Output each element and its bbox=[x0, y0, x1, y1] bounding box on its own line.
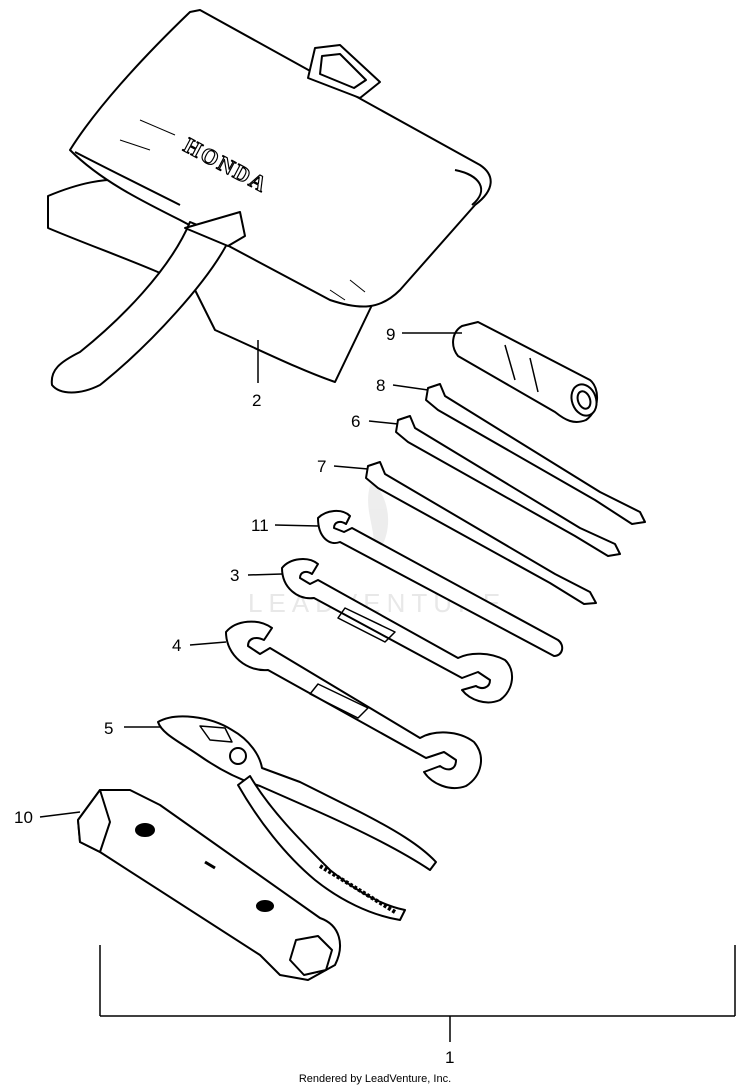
callout-2: 2 bbox=[252, 391, 261, 410]
callout-6: 6 bbox=[351, 412, 360, 431]
callout-11: 11 bbox=[251, 516, 269, 535]
socket-handle[interactable] bbox=[452, 321, 601, 423]
callouts: 2 9 8 6 7 11 3 4 5 10 1 bbox=[14, 325, 454, 1067]
leader-lines bbox=[39, 332, 736, 1042]
callout-4: 4 bbox=[172, 636, 181, 655]
callout-3: 3 bbox=[230, 566, 239, 585]
double-wrench-large[interactable] bbox=[225, 620, 482, 790]
tool-bag[interactable]: HONDA bbox=[47, 9, 492, 394]
phillips-screwdriver-blade[interactable] bbox=[395, 415, 621, 557]
callout-9: 9 bbox=[386, 325, 395, 344]
callout-8: 8 bbox=[376, 376, 385, 395]
pliers[interactable] bbox=[157, 715, 437, 921]
callout-7: 7 bbox=[317, 457, 326, 476]
flat-screwdriver-blade[interactable] bbox=[425, 383, 646, 525]
footer-credit: Rendered by LeadVenture, Inc. bbox=[298, 1073, 452, 1085]
callout-10: 10 bbox=[14, 808, 33, 827]
callout-1: 1 bbox=[445, 1048, 454, 1067]
double-wrench-small[interactable] bbox=[281, 558, 513, 704]
small-screwdriver-blade[interactable] bbox=[365, 461, 597, 605]
box-spanner[interactable] bbox=[77, 789, 341, 981]
wrench-handle[interactable] bbox=[317, 510, 564, 657]
callout-5: 5 bbox=[104, 719, 113, 738]
